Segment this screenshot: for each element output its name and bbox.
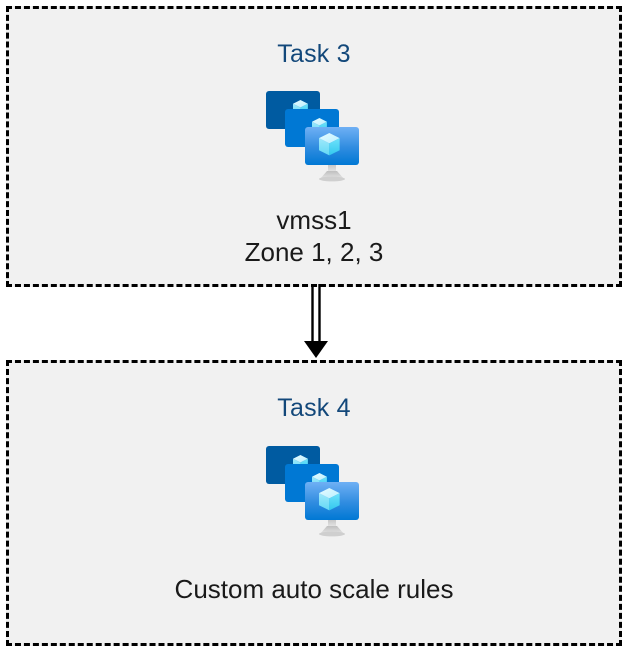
task-caption-line: Zone 1, 2, 3: [244, 237, 384, 267]
task-captions: vmss1 Zone 1, 2, 3: [245, 204, 384, 268]
task-box-task4: Task 4: [6, 360, 622, 646]
monitor-front: [305, 127, 359, 165]
monitor-stand: [319, 163, 345, 182]
task-captions: Custom auto scale rules: [175, 573, 454, 605]
connector-arrow-task3-to-task4: [296, 284, 336, 360]
task-caption-line: vmss1: [276, 205, 352, 235]
vmss-icon: [262, 87, 366, 188]
task-title: Task 4: [277, 394, 351, 422]
monitor-front: [305, 482, 359, 520]
monitor-stand: [319, 518, 345, 537]
task-title: Task 3: [277, 40, 351, 68]
task-box-task3: Task 3: [6, 6, 622, 287]
vmss-icon: [262, 442, 366, 543]
task-caption-line: Custom auto scale rules: [174, 574, 454, 604]
